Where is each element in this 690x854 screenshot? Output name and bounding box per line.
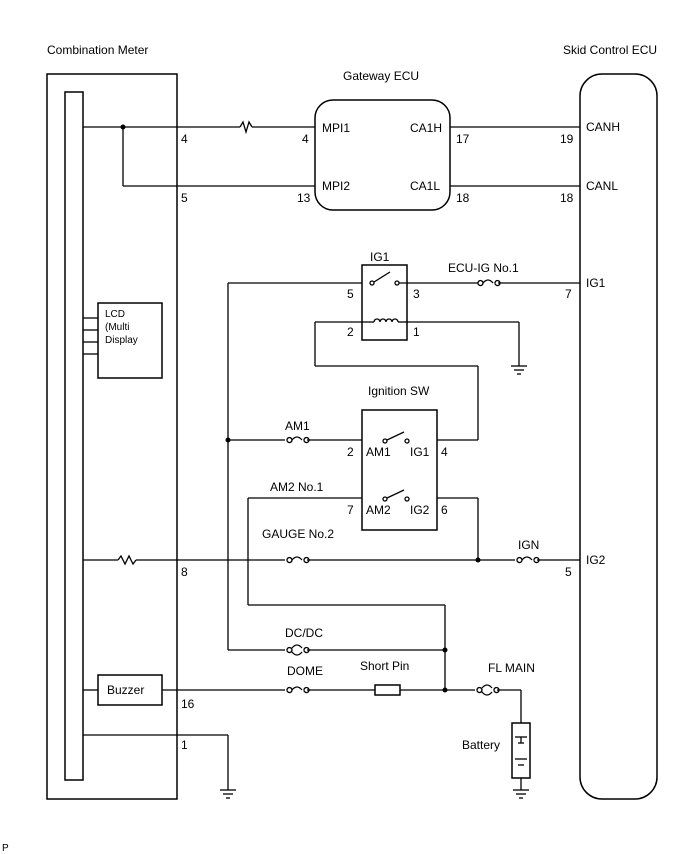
wire-break-icon: [239, 120, 253, 135]
gw-pin-4: 4: [302, 132, 309, 146]
sw-ig1-label: IG1: [410, 445, 430, 459]
lcd-label-2: (Multi: [105, 322, 129, 333]
ecu-canl-label: CANL: [586, 179, 618, 193]
dcdc-fuse-label: DC/DC: [285, 626, 323, 640]
skid-control-ecu-title: Skid Control ECU: [563, 43, 657, 57]
dome-fuse-icon: [286, 686, 310, 694]
ig1-relay-box: [361, 264, 408, 341]
sw-pin-7: 7: [347, 503, 354, 517]
ecu-pin-5: 5: [565, 565, 572, 579]
meter-pin-1: 1: [181, 738, 188, 752]
gw-mpi2-label: MPI2: [322, 179, 350, 193]
buzzer-label: Buzzer: [107, 683, 144, 697]
gw-ca1h-label: CA1H: [410, 121, 442, 135]
ground-icon-relay: [511, 365, 527, 375]
gw-pin-13: 13: [297, 191, 311, 205]
ecu-ig2-label: IG2: [586, 553, 606, 567]
fl-main-fuse-icon: [476, 684, 500, 696]
relay-pin-2: 2: [347, 325, 354, 339]
dcdc-fuse-icon: [286, 644, 310, 656]
fl-main-fuse-label: FL MAIN: [488, 661, 535, 675]
battery-icon: [511, 722, 531, 779]
gw-pin-17: 17: [456, 132, 470, 146]
short-pin-icon: [374, 684, 401, 696]
sw-pin-4: 4: [441, 445, 448, 459]
ignition-sw-contact-2-icon: [386, 489, 405, 499]
ig1-relay-label: IG1: [370, 250, 390, 264]
ecu-ig-no1-fuse-icon: [477, 279, 501, 287]
gauge-no2-fuse-icon: [286, 556, 310, 564]
combination-meter-title: Combination Meter: [47, 43, 148, 57]
lcd-multi-display: [97, 302, 163, 379]
meter-pin-16: 16: [181, 697, 195, 711]
lcd-label-1: LCD: [105, 309, 125, 320]
battery-label: Battery: [462, 738, 500, 752]
am1-fuse-icon: [286, 436, 310, 444]
ecu-pin-7: 7: [565, 287, 572, 301]
sw-am1-label: AM1: [366, 445, 391, 459]
gw-pin-18: 18: [456, 191, 470, 205]
meter-pin-8: 8: [181, 565, 188, 579]
relay-pin-1: 1: [413, 325, 420, 339]
ignition-sw-contact-1-icon: [386, 431, 405, 441]
relay-pin-3: 3: [413, 287, 420, 301]
skid-control-ecu-box: [579, 73, 658, 800]
ground-icon-battery: [513, 789, 529, 799]
gauge-no2-fuse-label: GAUGE No.2: [262, 527, 334, 541]
gw-mpi1-label: MPI1: [322, 121, 350, 135]
sw-ig2-label: IG2: [410, 503, 430, 517]
ignition-sw-label: Ignition SW: [368, 384, 430, 398]
short-pin-label: Short Pin: [360, 659, 409, 673]
gateway-ecu-title: Gateway ECU: [343, 69, 419, 83]
ig1-relay-coil-icon: [373, 318, 399, 323]
ecu-ig1-label: IG1: [586, 276, 606, 290]
relay-pin-5: 5: [347, 287, 354, 301]
ignition-sw-box: [361, 409, 438, 531]
footer-mark: P: [2, 843, 9, 854]
ground-icon-meter: [220, 789, 236, 799]
ecu-ig-no1-fuse-label: ECU-IG No.1: [448, 261, 519, 275]
resistor-icon: [117, 554, 137, 566]
meter-internal-bus: [64, 91, 84, 781]
sw-pin-2: 2: [347, 445, 354, 459]
sw-am2-label: AM2: [366, 503, 391, 517]
lcd-label-3: Display: [105, 335, 138, 346]
am2-no1-fuse-label: AM2 No.1: [270, 480, 324, 494]
ecu-pin-19: 19: [560, 132, 574, 146]
ig1-relay-contact-icon: [373, 271, 391, 283]
am1-fuse-label: AM1: [285, 419, 310, 433]
meter-pin-4: 4: [181, 132, 188, 146]
ign-fuse-label: IGN: [518, 538, 539, 552]
ecu-canh-label: CANH: [586, 120, 620, 134]
gw-ca1l-label: CA1L: [410, 179, 440, 193]
ecu-pin-18: 18: [560, 191, 574, 205]
gateway-ecu-box: [314, 99, 451, 211]
dome-fuse-label: DOME: [287, 664, 323, 678]
ign-fuse-icon: [516, 556, 540, 564]
sw-pin-6: 6: [441, 503, 448, 517]
meter-pin-5: 5: [181, 191, 188, 205]
buzzer-box: [97, 674, 163, 706]
